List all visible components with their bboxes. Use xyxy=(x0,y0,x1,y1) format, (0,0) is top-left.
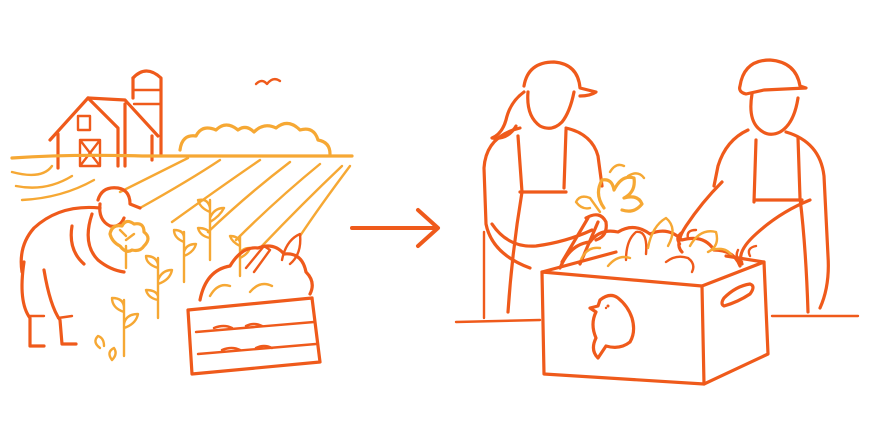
bird-in-sky-icon xyxy=(254,77,282,86)
packing-crate xyxy=(540,250,770,386)
bird-icon xyxy=(588,293,636,360)
worker-left-shoulder xyxy=(564,126,604,188)
silo-icon xyxy=(131,69,163,156)
worker-right-cap xyxy=(738,58,808,96)
growing-plants xyxy=(94,198,252,362)
farmer-body xyxy=(19,205,102,274)
worker-left-face xyxy=(526,90,576,130)
bushes xyxy=(178,121,332,156)
farmer-arm xyxy=(86,212,126,274)
packing-scene xyxy=(454,58,860,386)
worker-left-apron xyxy=(506,128,568,314)
crate-vegetables xyxy=(558,216,742,274)
barn-icon xyxy=(48,96,160,170)
crate-back-rim xyxy=(540,250,766,274)
worker-left-ponytail xyxy=(490,90,526,140)
farm-scene xyxy=(10,69,354,376)
crate-handle xyxy=(720,282,755,308)
worker-right-apron xyxy=(752,136,810,314)
crate-side xyxy=(700,260,770,386)
small-crate-box xyxy=(186,296,322,376)
worker-right-arm-right xyxy=(739,198,812,266)
worker-right-shoulder xyxy=(712,128,750,188)
worker-left xyxy=(482,60,608,320)
ground-line xyxy=(454,314,860,324)
arrow-right-icon xyxy=(350,208,440,248)
farmer-legs xyxy=(20,260,78,348)
farmer-head xyxy=(98,202,126,228)
field-horizon xyxy=(10,153,354,160)
small-harvest-crate xyxy=(186,232,322,376)
worker-right-face xyxy=(749,92,800,136)
vegetables-pile xyxy=(198,244,314,302)
worker-right-torso xyxy=(784,130,830,310)
field-furrows xyxy=(10,156,352,248)
worker-right xyxy=(676,58,830,314)
worker-left-torso xyxy=(482,126,532,270)
picked-plant-icon xyxy=(108,219,150,270)
farmer-figure xyxy=(19,186,142,348)
crate-front xyxy=(540,270,706,386)
worker-right-arm-left xyxy=(677,180,724,254)
farmer-cap xyxy=(96,186,142,210)
worker-left-cap xyxy=(522,60,598,98)
